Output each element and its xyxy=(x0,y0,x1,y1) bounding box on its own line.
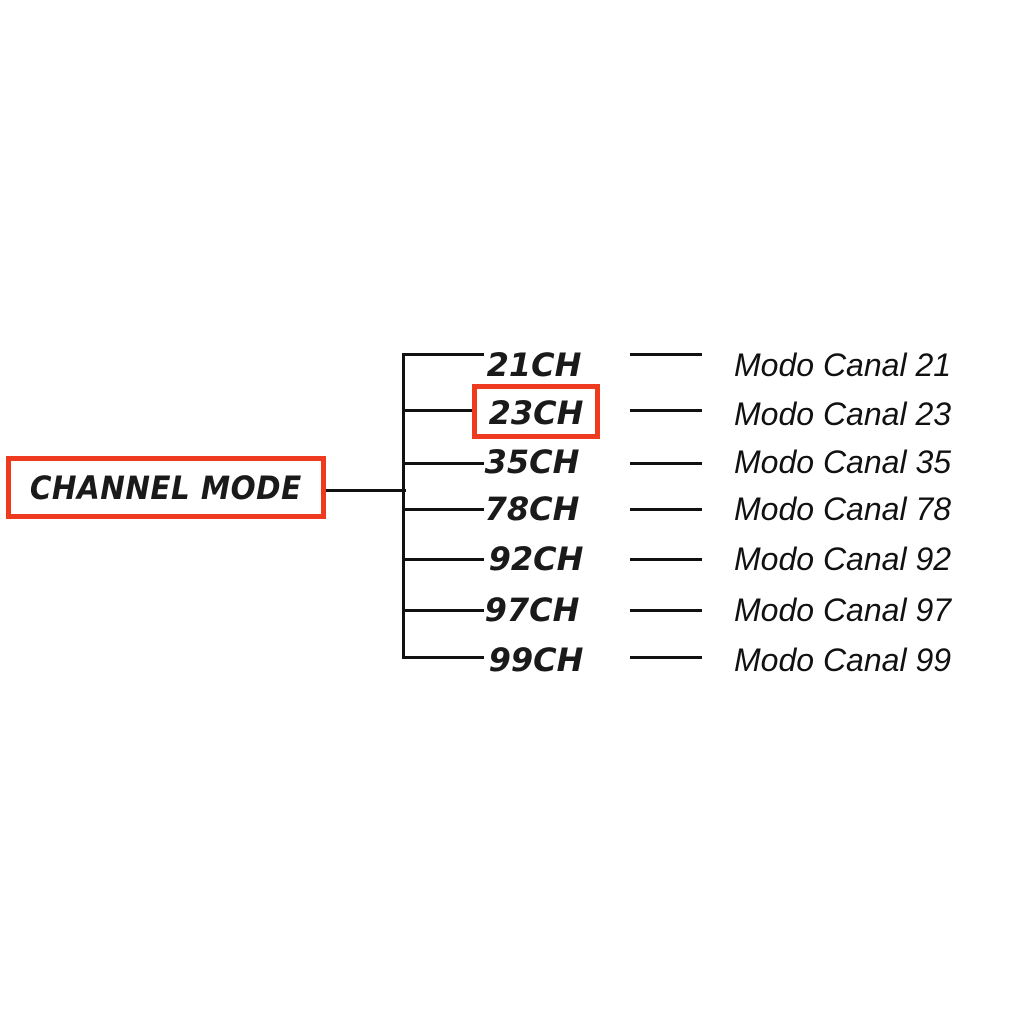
branch-line xyxy=(402,409,474,412)
mode-description: Modo Canal 35 xyxy=(734,444,952,480)
branch-line xyxy=(402,609,484,612)
mode-channel-label: 35CH xyxy=(484,443,580,481)
mode-channel-label: 23CH xyxy=(488,394,584,432)
connector-dash xyxy=(630,353,702,356)
connector-dash xyxy=(630,462,702,465)
mode-channel-label: 92CH xyxy=(488,540,584,578)
connector-dash xyxy=(630,508,702,511)
mode-description: Modo Canal 97 xyxy=(734,592,952,628)
mode-channel-label: 21CH xyxy=(486,346,582,384)
mode-description: Modo Canal 99 xyxy=(734,642,952,678)
mode-channel-label: 97CH xyxy=(484,591,580,629)
channel-mode-root-label: CHANNEL MODE xyxy=(30,468,302,507)
mode-channel-label: 99CH xyxy=(488,641,584,679)
connector-dash xyxy=(630,609,702,612)
channel-mode-root-node: CHANNEL MODE xyxy=(6,456,326,519)
connector-dash xyxy=(630,656,702,659)
mode-description: Modo Canal 23 xyxy=(734,396,952,432)
mode-channel-label: 78CH xyxy=(484,490,580,528)
mode-description: Modo Canal 78 xyxy=(734,491,952,527)
tree-trunk-line xyxy=(402,353,405,659)
branch-line xyxy=(402,462,484,465)
root-connector-line xyxy=(326,489,406,492)
mode-description: Modo Canal 92 xyxy=(734,541,952,577)
connector-dash xyxy=(630,409,702,412)
branch-line xyxy=(402,656,484,659)
connector-dash xyxy=(630,558,702,561)
branch-line xyxy=(402,508,484,511)
mode-highlight-box xyxy=(472,384,600,439)
branch-line xyxy=(402,353,484,356)
branch-line xyxy=(402,558,484,561)
mode-description: Modo Canal 21 xyxy=(734,347,952,383)
